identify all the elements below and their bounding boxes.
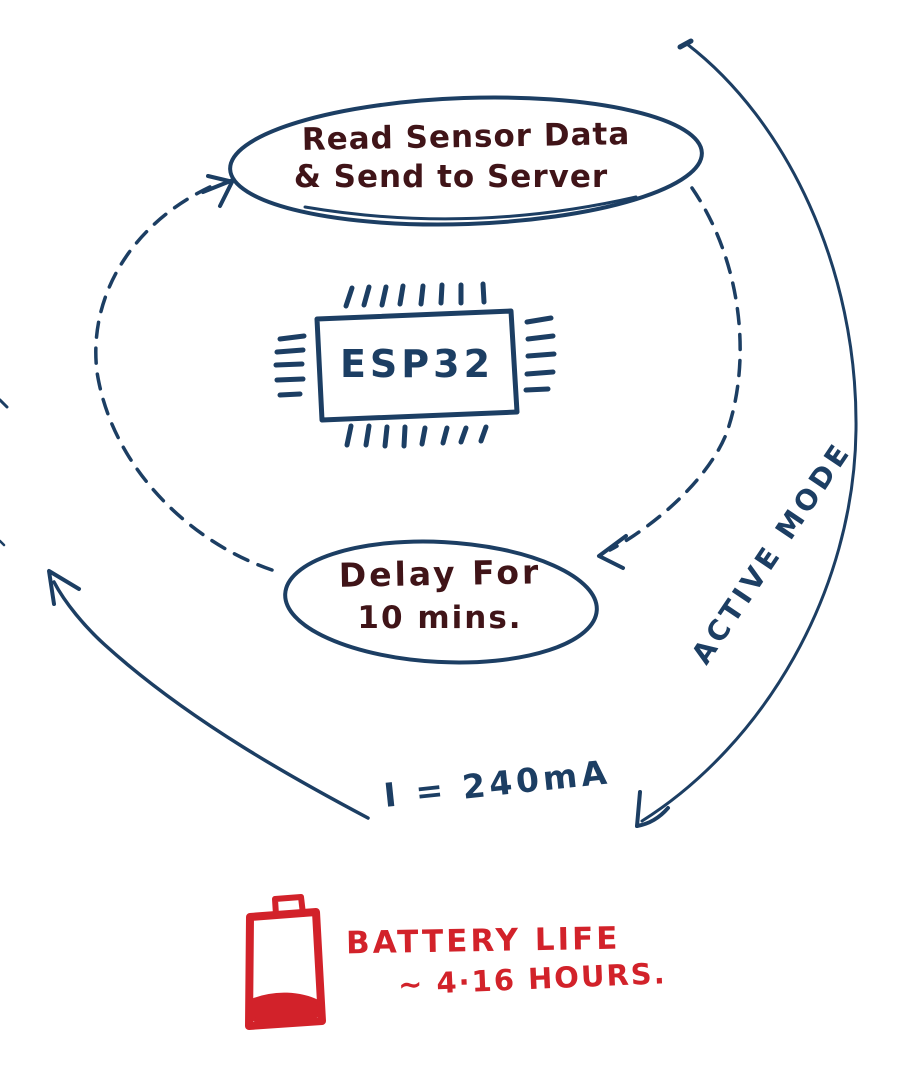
cycle-arrow-right-arrowhead (597, 534, 628, 570)
chip-pins-left (273, 333, 307, 398)
chip-pins-right (523, 315, 557, 393)
sweep-arrow (52, 580, 370, 820)
esp32-chip-label: ESP32 (339, 342, 495, 386)
delay-node-label-line1: Delay For (338, 552, 542, 595)
esp32-chip-outline (314, 308, 520, 423)
battery-life-label: BATTERY LIFE (345, 920, 621, 962)
delay-node-outline (283, 539, 599, 665)
battery-low-icon (245, 894, 326, 1030)
battery-body (245, 908, 326, 1030)
battery-charge-fill (251, 992, 322, 1025)
read-send-node-overdraw (303, 195, 638, 221)
active-mode-arrow (640, 42, 858, 823)
chip-pins-top (343, 281, 487, 309)
read-send-node-label-line2: & Send to Server (293, 159, 609, 195)
cycle-arrow-right (608, 186, 742, 552)
cycle-arrow-left-arrowhead (201, 174, 235, 208)
stray-mark-1 (0, 398, 9, 409)
sweep-arrowhead (47, 569, 81, 606)
cycle-arrow-left (94, 184, 274, 572)
battery-terminal (272, 894, 306, 918)
delay-node-label-line2: 10 mins. (357, 600, 523, 636)
read-send-node-label-line1: Read Sensor Data (301, 116, 631, 158)
read-send-node-outline (228, 95, 704, 227)
stray-mark-2 (0, 539, 6, 547)
active-mode-arrow-start (677, 38, 694, 50)
chip-pins-bottom (344, 423, 489, 449)
active-mode-arrowhead (635, 790, 670, 828)
